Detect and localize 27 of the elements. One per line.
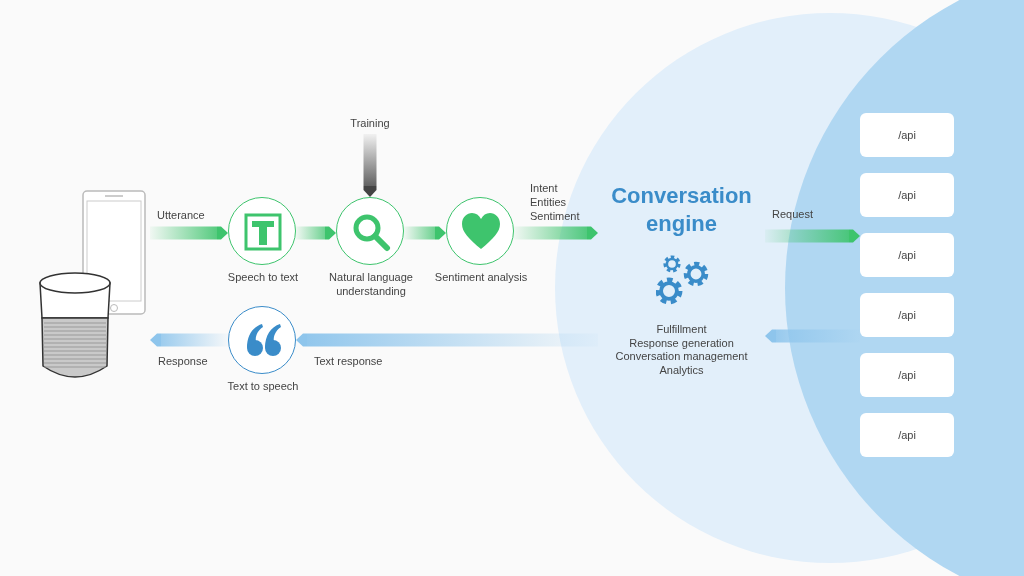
step-label: Text to speech	[226, 379, 300, 393]
api-box	[860, 113, 954, 157]
edge-label: Text response	[314, 354, 384, 368]
api-label: /api	[898, 428, 916, 442]
step-label: Sentiment analysis	[433, 270, 529, 284]
api-label: /api	[898, 188, 916, 202]
edge-label: Request	[772, 207, 814, 221]
api-label: /api	[898, 248, 916, 262]
step-label: Natural language understanding	[328, 270, 414, 298]
api-box	[860, 233, 954, 277]
api-box	[860, 293, 954, 337]
edge-label: Response	[158, 354, 209, 368]
api-box	[860, 173, 954, 217]
step-label: Speech to text	[226, 270, 300, 284]
api-label: /api	[898, 128, 916, 142]
engine-feature: Conversation management	[614, 349, 749, 363]
edge-label: Intent Entities Sentiment	[530, 181, 581, 223]
engine-title: Conversation engine	[610, 182, 753, 238]
engine-feature: Fulfillment	[655, 322, 708, 336]
edge-label: Utterance	[157, 208, 206, 222]
api-label: /api	[898, 368, 916, 382]
api-box	[860, 353, 954, 397]
api-box	[860, 413, 954, 457]
input-label: Training	[335, 116, 405, 134]
api-label: /api	[898, 308, 916, 322]
engine-feature: Analytics	[658, 362, 705, 377]
engine-feature: Response generation	[628, 335, 735, 350]
